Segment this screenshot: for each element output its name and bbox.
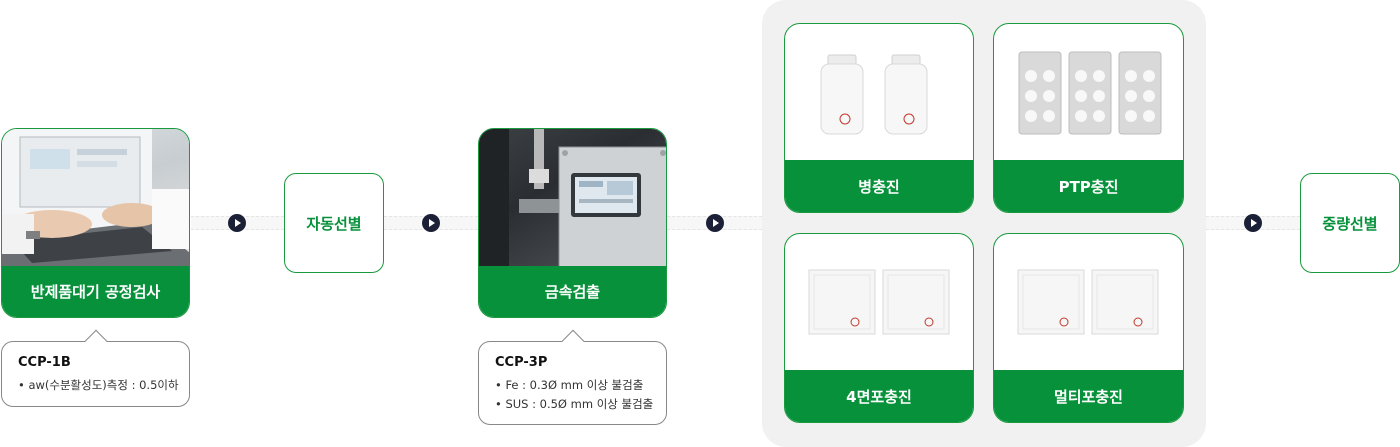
bottle-photo (785, 24, 973, 162)
play-arrow-icon (422, 214, 440, 232)
four-side-filling-card: 4면포충진 (784, 233, 974, 423)
multi-filling-label: 멀티포충진 (994, 370, 1183, 422)
ccp-3p-callout: CCP-3P • Fe : 0.3Ø mm 이상 불검출 • SUS : 0.5… (478, 329, 667, 425)
multi-pouch-photo (994, 234, 1183, 372)
bottle-filling-label: 병충진 (785, 160, 973, 212)
four-side-pouch-photo (785, 234, 973, 372)
ccp-code: CCP-3P (495, 355, 548, 370)
four-side-filling-label: 4면포충진 (785, 370, 973, 422)
metal-detector-illustration (479, 129, 666, 269)
ptp-filling-label: PTP충진 (994, 160, 1183, 212)
multi-filling-card: 멀티포충진 (993, 233, 1184, 423)
play-arrow-icon (228, 214, 246, 232)
inspection-card: 반제품대기 공정검사 (1, 128, 190, 318)
callout-pointer (84, 329, 108, 353)
ccp-line: • aw(수분활성도)측정 : 0.5이하 (18, 378, 179, 392)
ccp-code: CCP-1B (18, 355, 71, 370)
pouch-illustration (1017, 269, 1159, 335)
metal-detector-photo (479, 129, 666, 269)
laptop-illustration (2, 129, 189, 268)
ccp-line: • SUS : 0.5Ø mm 이상 불검출 (495, 397, 654, 411)
play-arrow-icon (706, 214, 724, 232)
metal-detect-label: 금속검출 (479, 266, 666, 317)
play-arrow-icon (1244, 214, 1262, 232)
ccp-1b-callout: CCP-1B • aw(수분활성도)측정 : 0.5이하 (1, 329, 190, 407)
ptp-filling-card: PTP충진 (993, 23, 1184, 213)
auto-sort-box: 자동선별 (284, 173, 384, 273)
metal-detect-card: 금속검출 (478, 128, 667, 318)
callout-pointer (561, 329, 585, 353)
ptp-photo (994, 24, 1183, 162)
ptp-blister-illustration (1018, 51, 1162, 135)
inspection-photo (2, 129, 189, 268)
pouch-illustration (808, 269, 950, 335)
bottle-filling-card: 병충진 (784, 23, 974, 213)
ccp-line: • Fe : 0.3Ø mm 이상 불검출 (495, 378, 644, 392)
bottle-illustration (820, 54, 928, 135)
weight-sort-box: 중량선별 (1300, 173, 1400, 273)
inspection-label: 반제품대기 공정검사 (2, 266, 189, 317)
